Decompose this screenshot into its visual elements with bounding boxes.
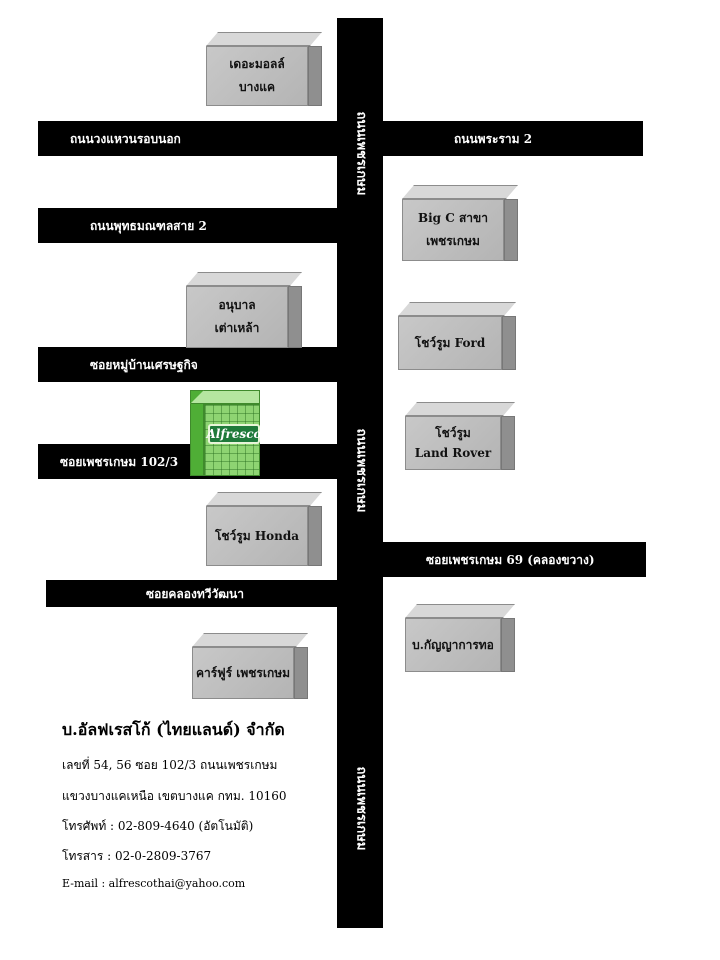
main-road-label-middle: ถนนเพชรเกษม <box>353 428 369 513</box>
company-name: บ.อัลฟเรสโก้ (ไทยแลนด์) จำกัด <box>62 720 285 739</box>
landmark-label: อนุบาล <box>218 298 256 313</box>
landmark-label: Big C สาขา <box>417 211 488 226</box>
road-label-soi-102-3: ซอยเพชรเกษม 102/3 <box>60 455 179 469</box>
road-outer-ring: ถนนวงแหวนรอบนอก <box>38 121 338 156</box>
alfresco-store-building: Alfresco <box>190 390 262 480</box>
landmark-carrefour: คาร์ฟูร์ เพชรเกษม <box>192 633 308 699</box>
road-label-mooban: ซอยหมู่บ้านเศรษฐกิจ <box>90 358 198 372</box>
landmark-label: บางแค <box>239 80 275 94</box>
landmark-the-mall: เดอะมอลล์ บางแค <box>206 32 322 106</box>
landmark-label: เพชรเกษม <box>426 234 480 248</box>
alfresco-logo: Alfresco <box>206 424 262 444</box>
landmark-label: เต่าเหล้า <box>214 321 260 335</box>
landmark-label: เดอะมอลล์ <box>229 57 285 72</box>
main-road-label-top: ถนนเพชรเกษม <box>353 111 369 196</box>
landmark-label: คาร์ฟูร์ เพชรเกษม <box>195 665 291 680</box>
landmark-label: โชว์รูม Honda <box>214 528 300 543</box>
landmark-ford-showroom: โชว์รูม Ford <box>398 302 516 370</box>
road-label-phutthamonthon: ถนนพุทธมณฑลสาย 2 <box>90 219 207 233</box>
company-fax: โทรสาร : 02-0-2809-3767 <box>62 849 212 863</box>
landmark-label: Land Rover <box>414 446 492 460</box>
road-mooban: ซอยหมู่บ้านเศรษฐกิจ <box>38 347 338 382</box>
road-soi-102-3: ซอยเพชรเกษม 102/3 <box>38 444 338 479</box>
company-address-line1: เลขที่ 54, 56 ซอย 102/3 ถนนเพชรเกษม <box>62 758 278 772</box>
road-soi-69: ซอยเพชรเกษม 69 (คลองขวาง) <box>382 542 646 577</box>
main-road-label-bottom: ถนนเพชรเกษม <box>353 766 369 851</box>
company-address-line2: แขวงบางแคเหนือ เขตบางแค กทม. 10160 <box>62 789 287 803</box>
company-email: E-mail : alfrescothai@yahoo.com <box>62 877 246 890</box>
road-label-soi-69: ซอยเพชรเกษม 69 (คลองขวาง) <box>426 553 595 567</box>
road-khlong-thawi: ซอยคลองทวีวัฒนา <box>46 580 338 607</box>
landmark-big-c: Big C สาขา เพชรเกษม <box>402 185 518 261</box>
road-label-khlong-thawi: ซอยคลองทวีวัฒนา <box>146 587 244 601</box>
road-rama2: ถนนพระราม 2 <box>382 121 643 156</box>
road-phutthamonthon: ถนนพุทธมณฑลสาย 2 <box>38 208 338 243</box>
road-label-outer-ring: ถนนวงแหวนรอบนอก <box>70 132 181 146</box>
main-road-vertical <box>337 18 383 928</box>
landmark-land-rover-showroom: โชว์รูม Land Rover <box>405 402 515 470</box>
landmark-label: โชว์รูม <box>435 425 471 440</box>
landmark-kanya: บ.กัญญาการทอ <box>405 604 515 672</box>
landmark-honda-showroom: โชว์รูม Honda <box>206 492 322 566</box>
landmark-label: โชว์รูม Ford <box>414 335 486 350</box>
landmark-label: บ.กัญญาการทอ <box>412 637 494 652</box>
road-label-rama2: ถนนพระราม 2 <box>454 132 533 146</box>
landmark-kindergarten: อนุบาล เต่าเหล้า <box>186 272 302 348</box>
company-phone: โทรศัพท์ : 02-809-4640 (อัตโนมัติ) <box>62 819 254 833</box>
